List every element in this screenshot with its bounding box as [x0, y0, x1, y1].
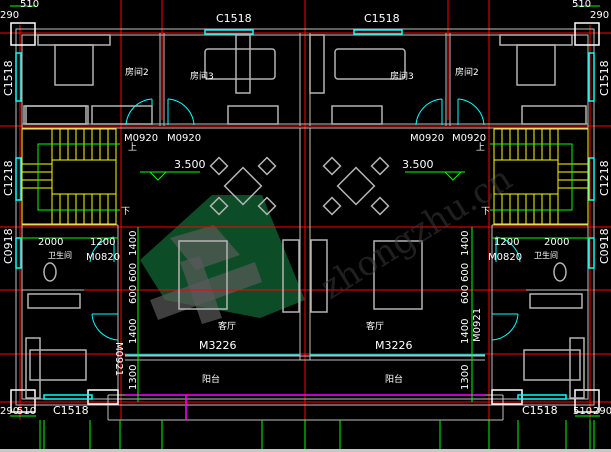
vdim-right-2: 600 [460, 285, 471, 304]
vdim-right-4: 1300 [460, 365, 471, 390]
room-label-right-bedroom3: 房间3 [390, 70, 414, 82]
room-label-right-bedroom2: 房间2 [455, 66, 479, 78]
stair-down-right: 下 [481, 207, 490, 217]
window-label-left-bath: C0918 [2, 228, 15, 264]
room-label-left-bedroom2: 房间2 [125, 66, 149, 78]
vdim-right-3: 1400 [460, 319, 471, 344]
room-label-right-balcony: 阳台 [385, 373, 403, 385]
stair-up-left: 上 [128, 142, 137, 153]
elevation-right: 3.500 [402, 158, 434, 171]
door-swings [89, 98, 521, 341]
door-label-m0820-left: M0820 [86, 252, 120, 263]
bottom-window-left: C1518 [53, 404, 89, 417]
vdim-left-0: 1400 [128, 231, 139, 256]
dining-tables [209, 156, 390, 216]
bath-dim-left-2000: 2000 [38, 237, 63, 248]
top-dim-right-290: 290 [590, 10, 609, 21]
window-label-left-bedroom: C1518 [2, 60, 15, 96]
door-label-m3226-left: M3226 [199, 339, 237, 352]
room-label-left-living: 客厅 [218, 320, 236, 332]
windows [15, 29, 595, 400]
bath-dim-right-1200: 1200 [494, 237, 519, 248]
vdim-left-4: 1300 [128, 365, 139, 390]
top-dim-right-510: 510 [572, 0, 591, 10]
door-label-m0920-c: M0920 [410, 133, 444, 144]
room-label-right-living: 客厅 [366, 320, 384, 332]
vdim-right-1: 600 [460, 263, 471, 282]
window-label-right-bedroom: C1518 [598, 60, 611, 96]
axis-grid [0, 0, 611, 420]
vdim-left-2: 600 [128, 285, 139, 304]
window-label-top-right: C1518 [364, 12, 400, 25]
horizontal-scrollbar[interactable] [0, 449, 611, 452]
furniture [23, 34, 587, 399]
balcony-railing [125, 394, 485, 420]
top-dim-left-510: 510 [20, 0, 39, 10]
room-label-left-balcony: 阳台 [202, 373, 220, 385]
room-label-left-bath: 卫生间 [48, 250, 72, 260]
dimension-lines [10, 5, 600, 452]
bottom-window-right: C1518 [522, 404, 558, 417]
room-label-left-bedroom3: 房间3 [190, 70, 214, 82]
window-label-left-stair: C1218 [2, 160, 15, 196]
bottom-dim-left-290: 290 [0, 406, 19, 417]
stair-arrows [37, 143, 573, 211]
bottom-dim-left-510: 510 [17, 406, 36, 417]
vdim-right-0: 1400 [460, 231, 471, 256]
watermark-url: zhongzhu.cn [314, 159, 520, 308]
bath-dim-left-1200: 1200 [90, 237, 115, 248]
bottom-dim-right-290: 290 [593, 406, 611, 417]
window-label-right-stair: C1218 [598, 160, 611, 196]
door-label-m0921-right: M0921 [472, 308, 483, 342]
door-label-m0820-right: M0820 [488, 252, 522, 263]
door-label-m0920-b: M0920 [167, 133, 201, 144]
door-label-m0920-a: M0920 [124, 133, 158, 144]
window-label-right-bath: C0918 [598, 228, 611, 264]
bottom-dim-right-510: 510 [573, 406, 592, 417]
stair-up-right: 上 [476, 142, 485, 153]
vdim-left-1: 600 [128, 263, 139, 282]
door-label-m0921-left: M0921 [113, 342, 124, 376]
columns [10, 22, 600, 413]
vdim-left-3: 1400 [128, 319, 139, 344]
door-label-m0920-d: M0920 [452, 133, 486, 144]
stair-down-left: 下 [121, 207, 130, 217]
elevation-left: 3.500 [174, 158, 206, 171]
watermark-logo [140, 195, 305, 324]
window-label-top-left: C1518 [216, 12, 252, 25]
room-label-right-bath: 卫生间 [534, 250, 558, 260]
door-label-m3226-right: M3226 [375, 339, 413, 352]
bath-dim-right-2000: 2000 [544, 237, 569, 248]
top-dim-left-290: 290 [0, 10, 19, 21]
